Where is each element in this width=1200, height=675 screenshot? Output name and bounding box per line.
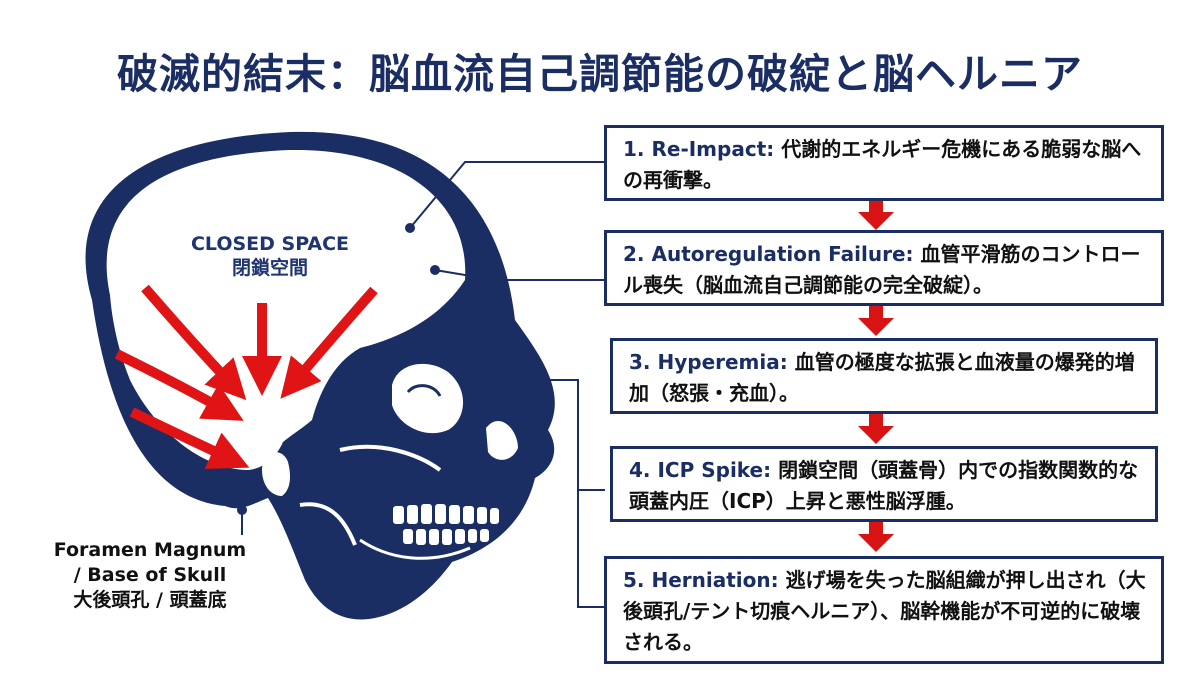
connector-lines <box>241 161 605 608</box>
step-3-label: 3. Hyperemia: <box>629 350 788 374</box>
closed-space-ja: 閉鎖空間 <box>231 257 308 279</box>
pressure-arrow-5 <box>129 407 250 469</box>
flow-arrow-3 <box>858 414 894 444</box>
pressure-arrow-1 <box>141 284 247 401</box>
step-5-label: 5. Herniation: <box>623 568 779 592</box>
flow-arrow-4 <box>858 522 894 552</box>
foramen-ja: 大後頭孔 / 頭蓋底 <box>73 589 227 611</box>
step-2-text: 血管平滑筋のコントロール喪失（脳血流自己調節能の完全破綻）。 <box>623 242 1141 297</box>
closed-space-en: CLOSED SPACE <box>190 233 350 255</box>
foramen-magnum-label: Foramen Magnum / Base of Skull 大後頭孔 / 頭蓋… <box>30 538 270 613</box>
nasal-cavity <box>486 420 518 460</box>
connector-dots <box>237 223 527 515</box>
upper-teeth <box>391 502 501 526</box>
step-1-box: 1. Re-Impact: 代謝的エネルギー危機にある脆弱な脳への再衝撃。 <box>604 125 1164 201</box>
foramen-magnum <box>262 452 290 496</box>
lower-teeth <box>401 527 491 547</box>
page-title: 破滅的結末：脳血流自己調節能の破綻と脳ヘルニア <box>117 50 1083 98</box>
step-2-label: 2. Autoregulation Failure: <box>623 242 914 266</box>
step-2-box: 2. Autoregulation Failure: 血管平滑筋のコントロール喪… <box>604 230 1164 306</box>
eye-socket <box>392 363 464 434</box>
foramen-en-line-1: Foramen Magnum <box>53 539 247 561</box>
step-4-text: 閉鎖空間（頭蓋骨）内での指数関数的な頭蓋内圧（ICP）上昇と悪性脳浮腫。 <box>629 458 1139 513</box>
pressure-arrow-4 <box>114 349 244 421</box>
pressure-arrows <box>114 284 378 469</box>
pressure-arrow-3 <box>280 286 378 399</box>
step-5-box: 5. Herniation: 逃げ場を失った脳組織が押し出され（大後頭孔/テント… <box>604 556 1164 664</box>
step-3-box: 3. Hyperemia: 血管の極度な拡張と血液量の爆発的増加（怒張・充血）。 <box>610 338 1158 414</box>
step-1-text: 代謝的エネルギー危機にある脆弱な脳への再衝撃。 <box>623 137 1142 192</box>
closed-space-label: CLOSED SPACE 閉鎖空間 <box>160 232 380 280</box>
flow-arrows <box>858 200 894 552</box>
foramen-en-line-2: / Base of Skull <box>73 564 227 586</box>
flow-arrow-2 <box>858 306 894 336</box>
step-5-text: 逃げ場を失った脳組織が押し出され（大後頭孔/テント切痕ヘルニア）、脳幹機能が不可… <box>623 568 1146 654</box>
step-3-text: 血管の極度な拡張と血液量の爆発的増加（怒張・充血）。 <box>629 350 1135 405</box>
step-1-label: 1. Re-Impact: <box>623 137 775 161</box>
flow-arrow-1 <box>858 200 894 230</box>
step-4-label: 4. ICP Spike: <box>629 458 772 482</box>
step-4-box: 4. ICP Spike: 閉鎖空間（頭蓋骨）内での指数関数的な頭蓋内圧（ICP… <box>610 446 1158 522</box>
